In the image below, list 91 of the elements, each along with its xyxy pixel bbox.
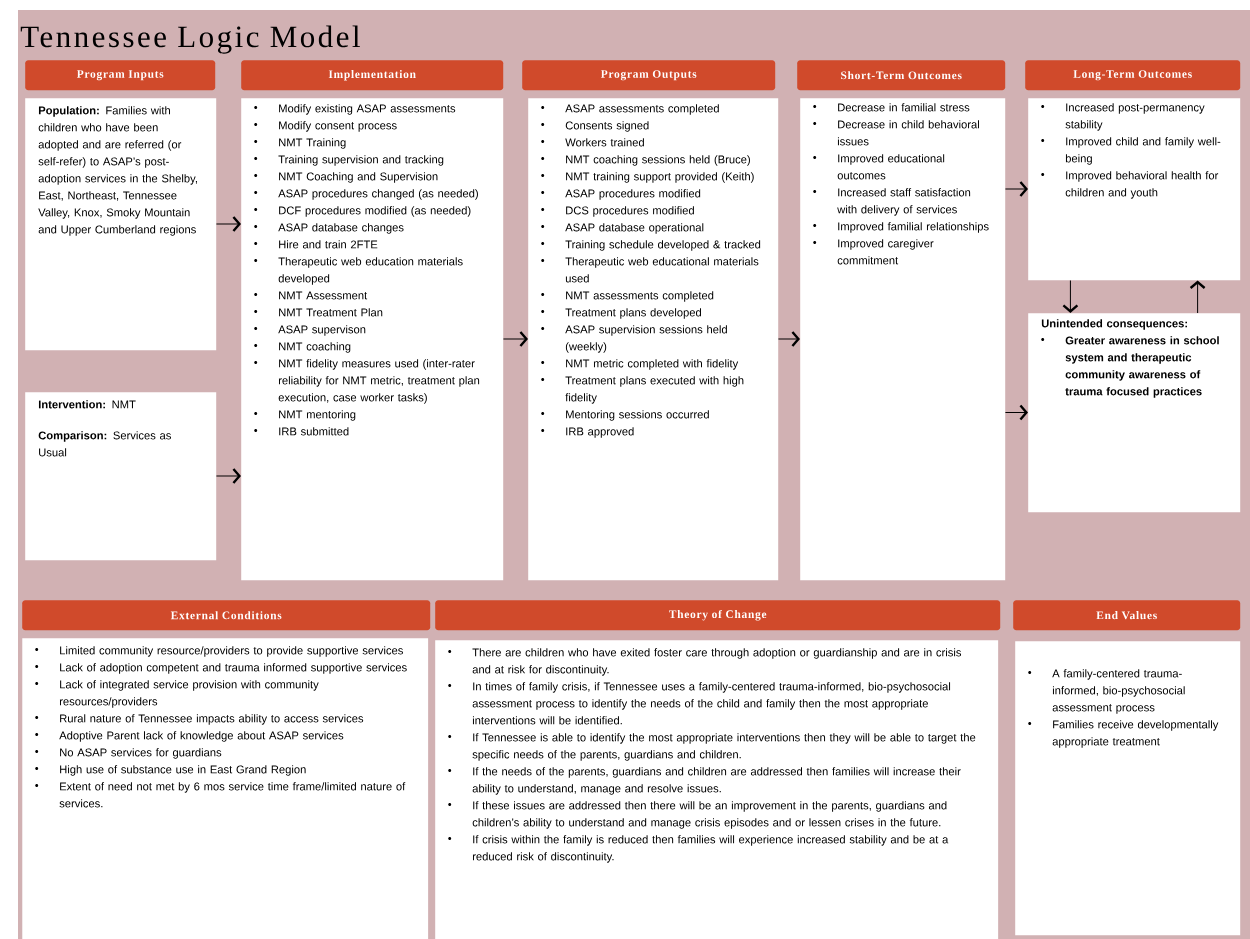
bullet-item: Rural nature of Tennessee impacts ability to access services	[35, 714, 364, 725]
section-header: Short-Term Outcomes	[797, 60, 1006, 91]
bullet-item: Decrease in child behavioral issues	[813, 120, 979, 146]
bullet-item: Modify existing ASAP assessments	[254, 104, 456, 115]
bullet-item: High use of substance use in East Grand Region	[35, 765, 306, 776]
section-header: Program Outputs	[522, 60, 776, 91]
chevron-arrow	[777, 331, 800, 347]
bullet-item: Increased post-permanency stability	[1041, 103, 1205, 131]
bullet-item: NMT Coaching and Supervision	[254, 172, 438, 183]
subheading: Unintended consequences:	[1041, 319, 1187, 330]
chevron-arrow	[1004, 404, 1028, 421]
chevron-arrow	[1004, 181, 1028, 197]
bullet-item: Lack of integrated service provision with community resources/providers	[35, 680, 319, 708]
bullet-item: NMT Treatment Plan	[254, 308, 383, 317]
bullet-item: ASAP assessments completed	[541, 104, 719, 115]
bullet-item: Decrease in familial stress	[813, 103, 970, 112]
bullet-item: IRB approved	[541, 427, 634, 438]
bullet-item: DCF procedures modified (as needed)	[254, 206, 471, 217]
bullet-item: Limited community resource/providers to provide supportive services	[35, 646, 403, 657]
chevron-arrow	[1189, 280, 1206, 314]
chevron-arrow	[502, 331, 528, 347]
section-header: End Values	[1013, 600, 1241, 631]
bullet-item: NMT coaching sessions held (Bruce)	[541, 155, 750, 166]
bullet-item: Improved educational outcomes	[813, 154, 945, 180]
chevron-arrow	[215, 468, 241, 484]
content-box	[1028, 98, 1241, 281]
bullet-item: DCS procedures modified	[541, 206, 694, 217]
content-box	[25, 98, 217, 351]
bullet-item: There are children who have exited foster care through adoption or guardianship and are in crisis and at risk for discontinuity.	[448, 648, 962, 676]
bullet-item: Modify consent process	[254, 121, 397, 132]
bullet-item: Increased staff satisfaction with delivery of services	[813, 188, 971, 216]
section-header: Program Inputs	[25, 60, 216, 91]
bullet-item: Extent of need not met by 6 mos service time frame/limited nature of services.	[35, 782, 406, 808]
bullet-item: If these issues are addressed then there will be an improvement in the parents, guardians and children’s ability to understand and manage crisis episodes and or lessen crises in the future.	[448, 801, 947, 829]
bullet-item: Hire and train 2FTE	[254, 240, 378, 249]
bullet-item: Consents signed	[541, 121, 649, 132]
content-box	[435, 640, 999, 939]
bullet-item: Greater awareness in school system and therapeutic community awareness of trauma focused practices	[1041, 336, 1219, 398]
bullet-item: Therapeutic web educational materials used	[541, 257, 759, 283]
bullet-item: If Tennessee is able to identify the most appropriate interventions then they will be able to target the specific needs of the parents, guardians and children.	[448, 733, 976, 761]
bullet-item: NMT metric completed with fidelity	[541, 359, 739, 370]
section-header: Implementation	[241, 60, 504, 91]
bullet-item: A family-centered trauma-informed, bio-psychosocial assessment process	[1028, 669, 1185, 714]
bullet-item: ASAP procedures changed (as needed)	[254, 189, 478, 200]
bullet-item: NMT Training	[254, 138, 346, 149]
description-text: Intervention: NMT	[38, 400, 136, 409]
bullet-item: NMT assessments completed	[541, 291, 714, 302]
content-box	[241, 98, 504, 581]
bullet-item: NMT Assessment	[254, 291, 368, 300]
chevron-arrow	[215, 216, 241, 232]
bullet-item: Workers trained	[541, 138, 644, 147]
bullet-item: Treatment plans developed	[541, 308, 701, 319]
section-header: Long-Term Outcomes	[1025, 60, 1241, 91]
bullet-item: NMT fidelity measures used (inter-rater reliability for NMT metric, treatment plan execution, case worker tasks)	[254, 359, 480, 404]
content-box	[1028, 313, 1241, 513]
bullet-item: Adoptive Parent lack of knowledge about ASAP services	[35, 731, 344, 742]
bullet-item: Improved caregiver commitment	[813, 239, 934, 265]
bullet-item: IRB submitted	[254, 427, 349, 436]
content-box	[22, 638, 429, 939]
bullet-item: If crisis within the family is reduced then families will experience increased stability and be at a reduced risk of discontinuity.	[448, 835, 949, 863]
title: Tennessee Logic Model	[20, 25, 360, 54]
chevron-arrow	[1062, 279, 1079, 313]
section-header: External Conditions	[22, 600, 431, 631]
bullet-item: Improved familial relationships	[813, 222, 989, 233]
bullet-item: ASAP procedures modified	[541, 189, 701, 200]
content-box	[528, 98, 779, 581]
bullet-item: No ASAP services for guardians	[35, 748, 222, 759]
bullet-item: Lack of adoption competent and trauma informed supportive services	[35, 663, 407, 674]
section-header: Theory of Change	[435, 600, 1001, 631]
bullet-item: Families receive developmentally appropriate treatment	[1028, 720, 1219, 748]
bullet-item: ASAP database changes	[254, 223, 404, 234]
bullet-item: ASAP supervison	[254, 325, 366, 336]
description-text: Population: Families with children who have been adopted and are referred (or self-refer) to ASAP’s post-adoption services in the Shelby, East, Northeast, Tennessee Valley, Knox, Smoky Mountain and Upper Cumberland regions	[38, 106, 197, 236]
bullet-item: ASAP database operational	[541, 223, 704, 234]
bullet-item: Treatment plans executed with high fidelity	[541, 376, 744, 404]
description-text: Comparison: Services as Usual	[38, 431, 171, 457]
bullet-item: Therapeutic web education materials developed	[254, 257, 463, 285]
bullet-item: NMT training support provided (Keith)	[541, 172, 754, 183]
bullet-item: In times of family crisis, if Tennessee uses a family-centered trauma-informed, bio-psychosocial assessment process to identify the needs of the child and family then the most appropriate interventions will be identified.	[448, 682, 951, 725]
bullet-item: ASAP supervision sessions held (weekly)	[541, 325, 727, 353]
bullet-item: If the needs of the parents, guardians and children are addressed then families will increase their ability to understand, manage and resolve issues.	[448, 767, 961, 795]
content-box	[1015, 641, 1241, 936]
content-box	[25, 392, 217, 561]
bullet-item: Training supervision and tracking	[254, 155, 444, 166]
bullet-item: Training schedule developed & tracked	[541, 240, 761, 251]
bullet-item: NMT mentoring	[254, 410, 356, 421]
bullet-item: Improved child and family well-being	[1041, 137, 1221, 165]
content-box	[800, 98, 1006, 581]
bullet-item: Improved behavioral health for children and youth	[1041, 171, 1219, 199]
bullet-item: NMT coaching	[254, 342, 351, 353]
bullet-item: Mentoring sessions occurred	[541, 410, 709, 421]
